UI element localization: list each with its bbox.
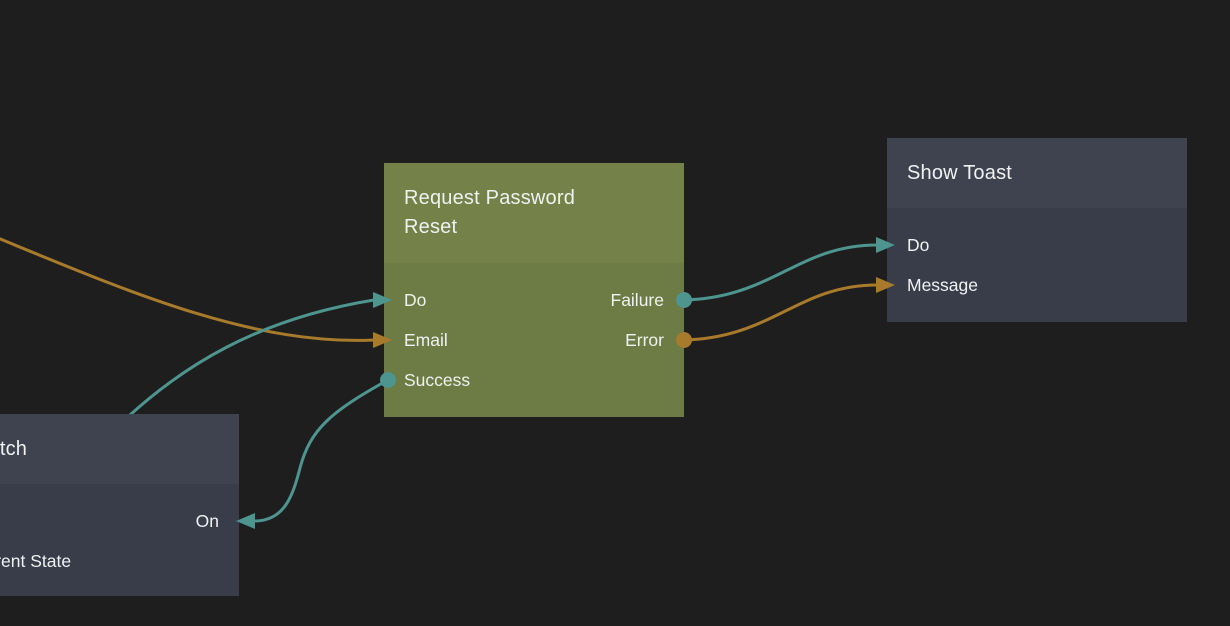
- port-label: Message: [907, 274, 979, 295]
- node-show-toast[interactable]: Show Toast Do Message: [887, 138, 1187, 322]
- connection-failure-to-toast-do[interactable]: [682, 243, 879, 302]
- port-row-toast-do[interactable]: Do: [887, 225, 1187, 265]
- node-switch-header: Switch: [0, 414, 239, 484]
- node-switch[interactable]: Switch On Current State: [0, 414, 239, 596]
- port-row-email-error[interactable]: Email Error: [384, 320, 684, 360]
- node-request-password-reset[interactable]: Request Password Reset Do Failure Email …: [384, 163, 684, 417]
- port-row-do-failure[interactable]: Do Failure: [384, 280, 684, 320]
- connection-offscreen-to-email[interactable]: [0, 234, 376, 342]
- port-label: Current State: [0, 550, 72, 571]
- port-label: Failure: [610, 289, 665, 310]
- port-label: Do: [404, 289, 427, 310]
- node-request-password-reset-body: Do Failure Email Error Success: [384, 263, 684, 417]
- port-label: Email: [404, 329, 448, 350]
- node-show-toast-body: Do Message: [887, 208, 1187, 322]
- node-switch-body: On Current State: [0, 484, 239, 596]
- port-row-switch-on[interactable]: On: [0, 501, 239, 541]
- node-title: Request Password Reset: [404, 187, 576, 238]
- connection-error-to-toast-message[interactable]: [682, 283, 879, 342]
- node-title: Switch: [0, 437, 28, 460]
- port-row-success[interactable]: Success: [384, 360, 684, 400]
- port-row-toast-message[interactable]: Message: [887, 265, 1187, 305]
- connection-success-to-switch-on[interactable]: [254, 378, 390, 523]
- port-row-switch-current-state[interactable]: Current State: [0, 541, 239, 581]
- port-label: Do: [907, 234, 930, 255]
- node-request-password-reset-header: Request Password Reset: [384, 163, 684, 263]
- node-show-toast-header: Show Toast: [887, 138, 1187, 208]
- port-label: Success: [404, 369, 471, 390]
- port-label: On: [195, 510, 219, 531]
- port-label: Error: [625, 329, 664, 350]
- node-title: Show Toast: [907, 161, 1013, 184]
